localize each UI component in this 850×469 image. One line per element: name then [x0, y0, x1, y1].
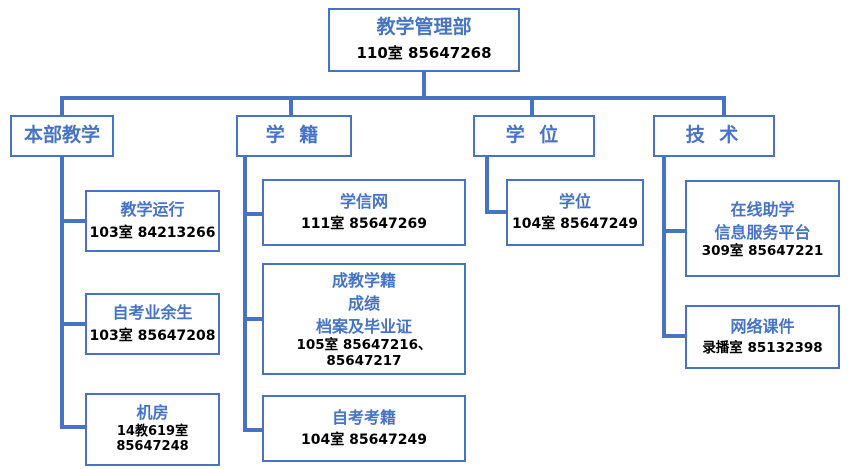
connector-benbu-to-jifang: [60, 425, 86, 429]
node-dept-xueji-title: 学 籍: [265, 124, 323, 147]
connector-benbu-to-zikao-yeyusheng: [60, 322, 86, 326]
node-unit-xuexinwang-contact: 111室 85647269: [300, 216, 428, 233]
node-dept-benbu-jiaoxue[interactable]: 本部教学: [10, 115, 114, 157]
node-unit-wangluo-kejian-contact: 录播室 85132398: [702, 339, 823, 356]
connector-jishu-spine: [662, 157, 666, 338]
node-dept-xueji[interactable]: 学 籍: [236, 115, 352, 157]
node-dept-jishu-title: 技 术: [685, 124, 743, 147]
connector-xueji-to-zikao-kaoji: [243, 428, 263, 432]
node-unit-chengjiao-xueji-contact: 105室 85647216、85647217: [296, 337, 432, 369]
connector-xueji-to-chengjiao-xueji: [243, 317, 263, 321]
node-root-contact: 110室 85647268: [356, 44, 492, 63]
connector-xueji-spine: [243, 157, 247, 432]
node-unit-xuewei-contact: 104室 85647249: [511, 216, 639, 233]
node-unit-zikao-kaoji-title: 自考考籍: [331, 407, 396, 427]
connector-bus-to-xueji: [289, 96, 293, 116]
node-unit-chengjiao-xueji-line3: 档案及毕业证: [315, 317, 412, 337]
node-unit-jiaoxue-yunxing-contact: 103室 84213266: [89, 224, 216, 241]
connector-bus-to-benbu: [60, 96, 64, 116]
node-unit-xuexinwang[interactable]: 学信网 111室 85647269: [262, 179, 466, 246]
node-unit-chengjiao-xueji[interactable]: 成教学籍 成绩 档案及毕业证 105室 85647216、85647217: [262, 263, 466, 375]
node-unit-zaixian-zhuxue-contact: 309室 85647221: [701, 242, 824, 259]
node-unit-zaixian-zhuxue[interactable]: 在线助学 信息服务平台 309室 85647221: [685, 180, 840, 277]
connector-xueji-to-xuexinwang: [243, 212, 263, 216]
node-dept-benbu-title: 本部教学: [23, 124, 100, 147]
node-unit-jiaoxue-yunxing[interactable]: 教学运行 103室 84213266: [85, 190, 220, 252]
node-unit-jifang-contact-line1: 14教619室: [116, 423, 189, 439]
connector-root-stem: [422, 72, 426, 100]
connector-bus-to-xuewei: [530, 96, 534, 116]
node-unit-wangluo-kejian[interactable]: 网络课件 录播室 85132398: [685, 305, 840, 369]
node-unit-zikao-yeyusheng[interactable]: 自考业余生 103室 85647208: [85, 293, 220, 355]
node-unit-jifang-title: 机房: [136, 403, 169, 423]
connector-xuewei-to-xuewei-unit: [485, 210, 507, 214]
connector-jishu-to-wangluo-kejian: [662, 334, 686, 338]
node-unit-zikao-yeyusheng-contact: 103室 85647208: [89, 327, 216, 344]
node-unit-jifang[interactable]: 机房 14教619室 85647248: [85, 393, 220, 466]
connector-main-bus: [60, 96, 726, 100]
node-unit-xuewei[interactable]: 学位 104室 85647249: [506, 179, 644, 246]
node-unit-zikao-yeyusheng-title: 自考业余生: [112, 303, 193, 323]
connector-benbu-to-jiaoxue-yunxing: [60, 219, 86, 223]
connector-xuewei-spine: [485, 157, 489, 214]
node-unit-zaixian-zhuxue-line1: 在线助学: [730, 199, 795, 219]
node-unit-wangluo-kejian-title: 网络课件: [730, 316, 795, 336]
node-unit-zaixian-zhuxue-line2: 信息服务平台: [714, 222, 811, 242]
node-root-jiaoxue-guanlibu[interactable]: 教学管理部 110室 85647268: [328, 8, 520, 72]
node-unit-zikao-kaoji-contact: 104室 85647249: [300, 432, 428, 449]
connector-bus-to-jishu: [722, 96, 726, 116]
node-unit-chengjiao-xueji-line1: 成教学籍: [331, 270, 396, 290]
node-unit-jifang-contact-line2: 85647248: [116, 439, 189, 455]
node-unit-xuewei-title: 学位: [558, 191, 591, 211]
node-dept-jishu[interactable]: 技 术: [653, 115, 775, 157]
node-unit-jiaoxue-yunxing-title: 教学运行: [120, 200, 185, 220]
node-dept-xuewei-title: 学 位: [505, 124, 563, 147]
node-unit-xuexinwang-title: 学信网: [339, 191, 388, 211]
node-dept-xuewei[interactable]: 学 位: [473, 115, 595, 157]
node-root-title: 教学管理部: [376, 16, 472, 39]
connector-jishu-to-zaixian-zhuxue: [662, 229, 686, 233]
connector-benbu-spine: [60, 157, 64, 429]
node-unit-chengjiao-xueji-line2: 成绩: [347, 293, 380, 313]
node-unit-zikao-kaoji[interactable]: 自考考籍 104室 85647249: [262, 395, 466, 462]
